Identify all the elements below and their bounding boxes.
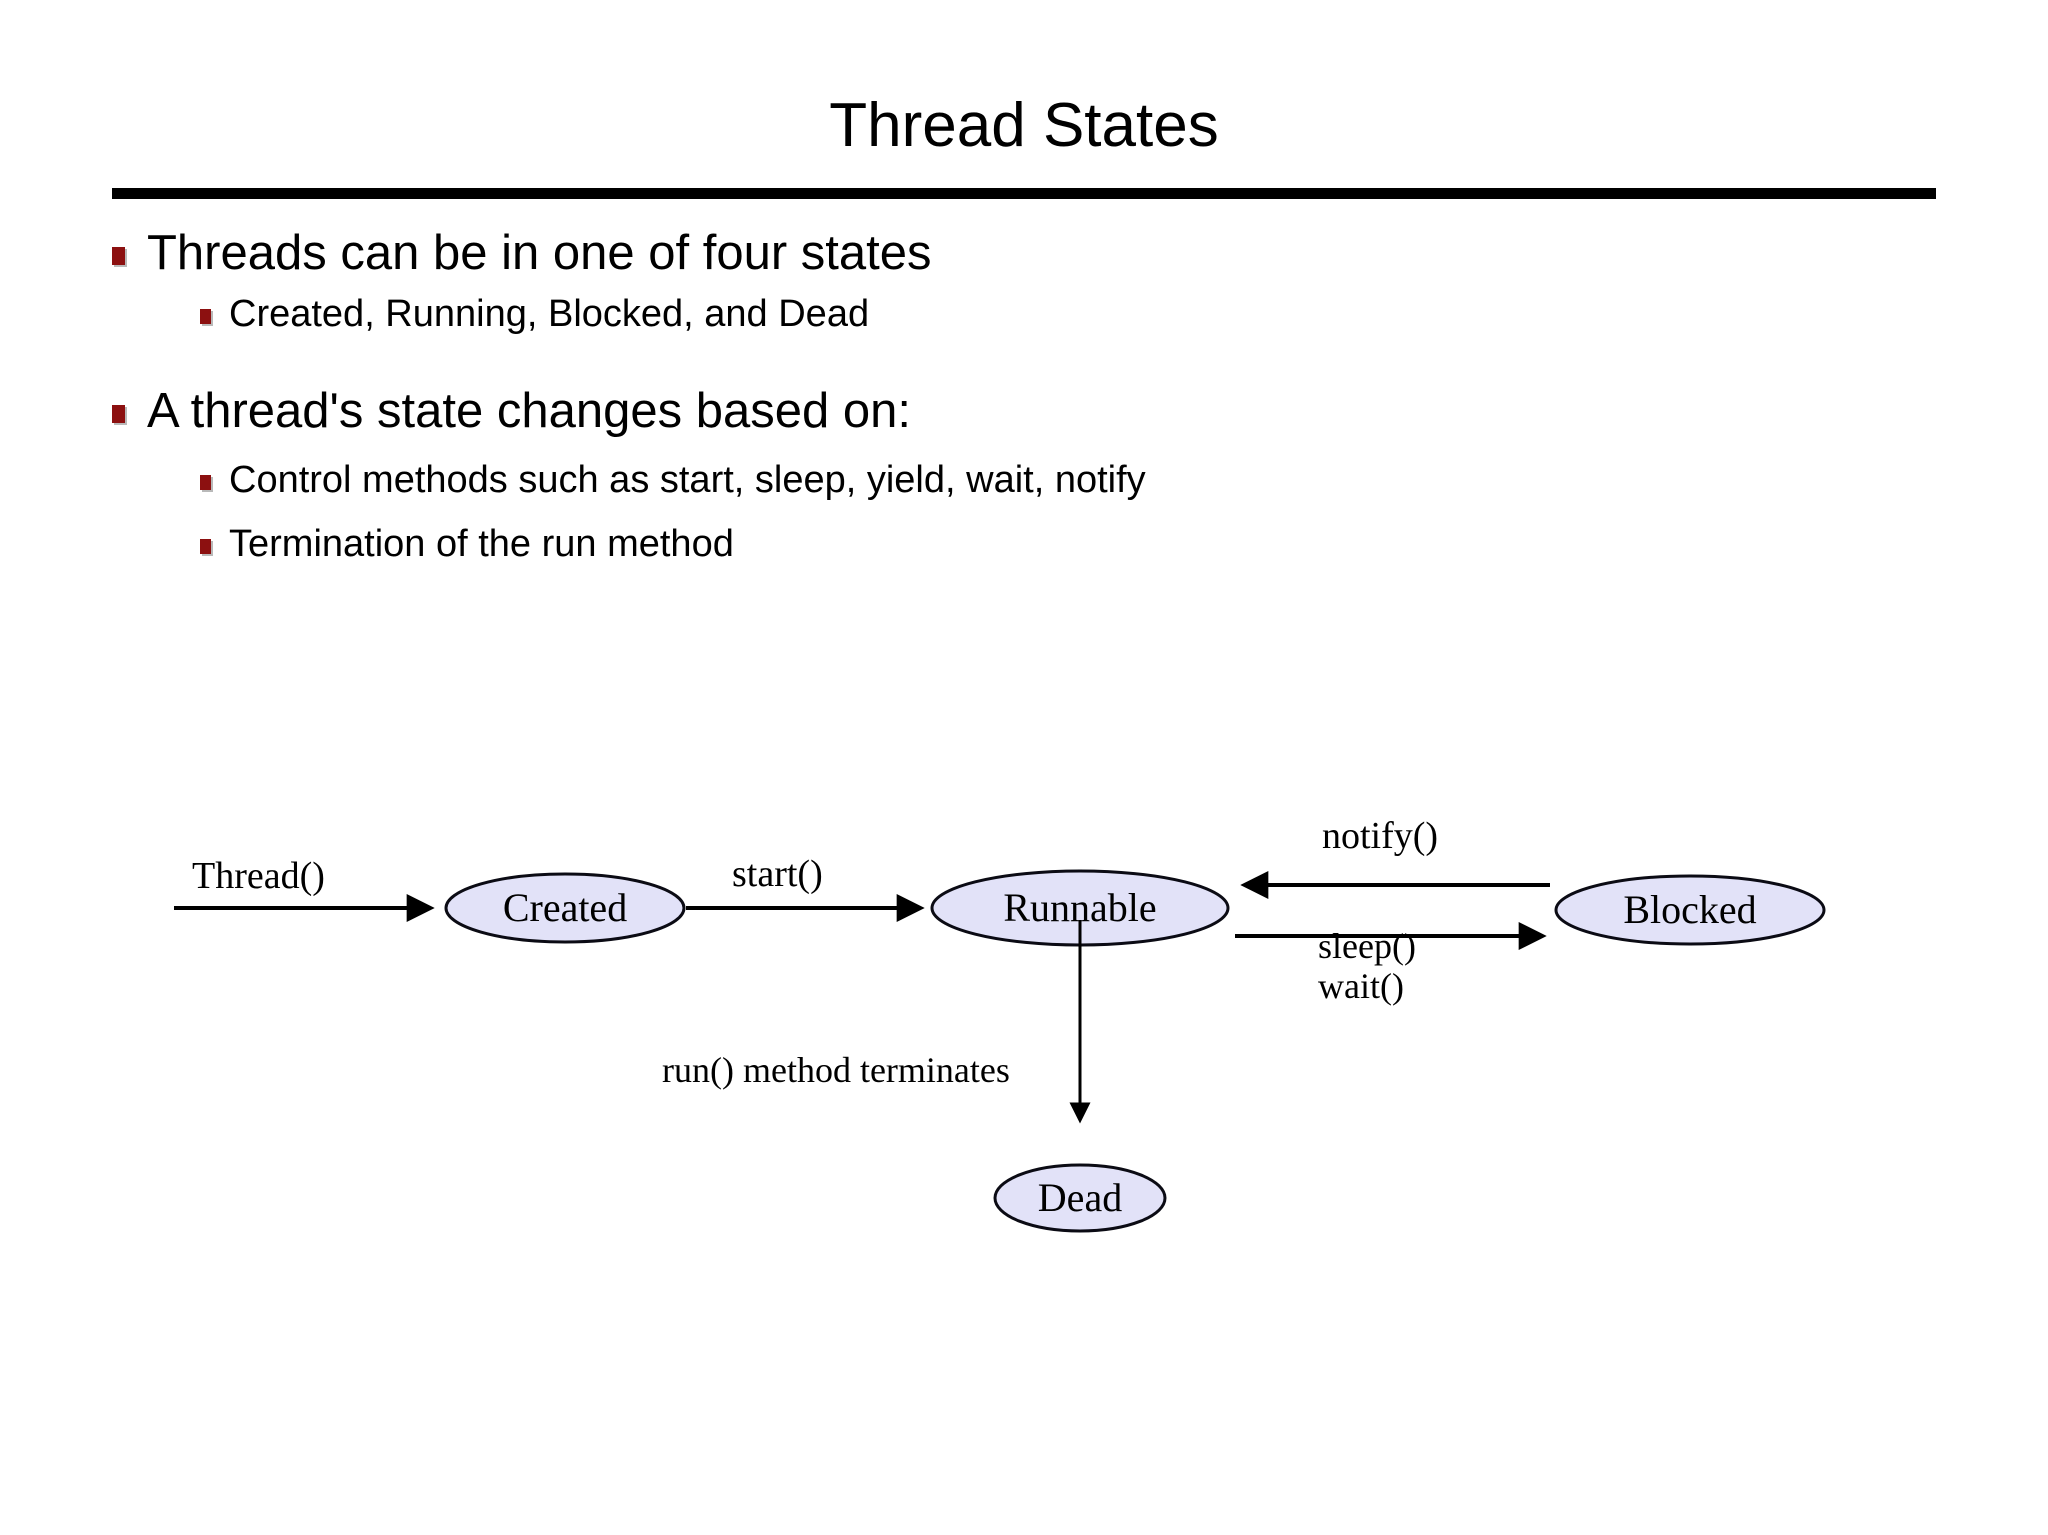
node-blocked[interactable] <box>1554 874 1826 946</box>
list-item-label: Control methods such as start, sleep, yi… <box>229 459 1146 501</box>
list-item-label: Termination of the run method <box>229 523 734 565</box>
title-divider <box>112 188 1936 199</box>
list-item: Termination of the run method <box>200 524 734 564</box>
bullet-list: Threads can be in one of four states Cre… <box>0 226 2048 608</box>
edge-label-wait: wait() <box>1318 966 1404 1006</box>
list-item-label: Created, Running, Blocked, and Dead <box>229 293 870 335</box>
node-dead-label: Dead <box>1038 1175 1122 1220</box>
edge-label-start: start() <box>732 853 823 895</box>
square-bullet-icon <box>112 247 125 265</box>
node-created[interactable] <box>444 872 686 944</box>
list-item: A thread's state changes based on: <box>112 384 911 438</box>
list-item: Control methods such as start, sleep, yi… <box>200 460 1146 500</box>
edge-label-notify: notify() <box>1322 815 1438 857</box>
edge-label-run-terminates: run() method terminates <box>662 1050 1010 1090</box>
node-blocked-label: Blocked <box>1623 887 1756 932</box>
square-bullet-icon <box>200 309 211 324</box>
square-bullet-icon <box>200 539 211 554</box>
edge-label-sleep: sleep() <box>1318 926 1416 966</box>
page-title: Thread States <box>829 91 1219 160</box>
list-item: Created, Running, Blocked, and Dead <box>200 294 869 334</box>
square-bullet-icon <box>200 475 211 490</box>
edge-label-thread-constructor: Thread() <box>192 855 325 897</box>
list-item-label: Threads can be in one of four states <box>147 226 932 280</box>
list-item: Threads can be in one of four states <box>112 226 932 280</box>
list-item-label: A thread's state changes based on: <box>147 384 911 438</box>
square-bullet-icon <box>112 405 125 423</box>
node-dead[interactable] <box>993 1163 1167 1233</box>
thread-state-diagram: Thread() Created start() Runnable notify… <box>150 720 1910 1280</box>
node-created-label: Created <box>503 885 627 930</box>
